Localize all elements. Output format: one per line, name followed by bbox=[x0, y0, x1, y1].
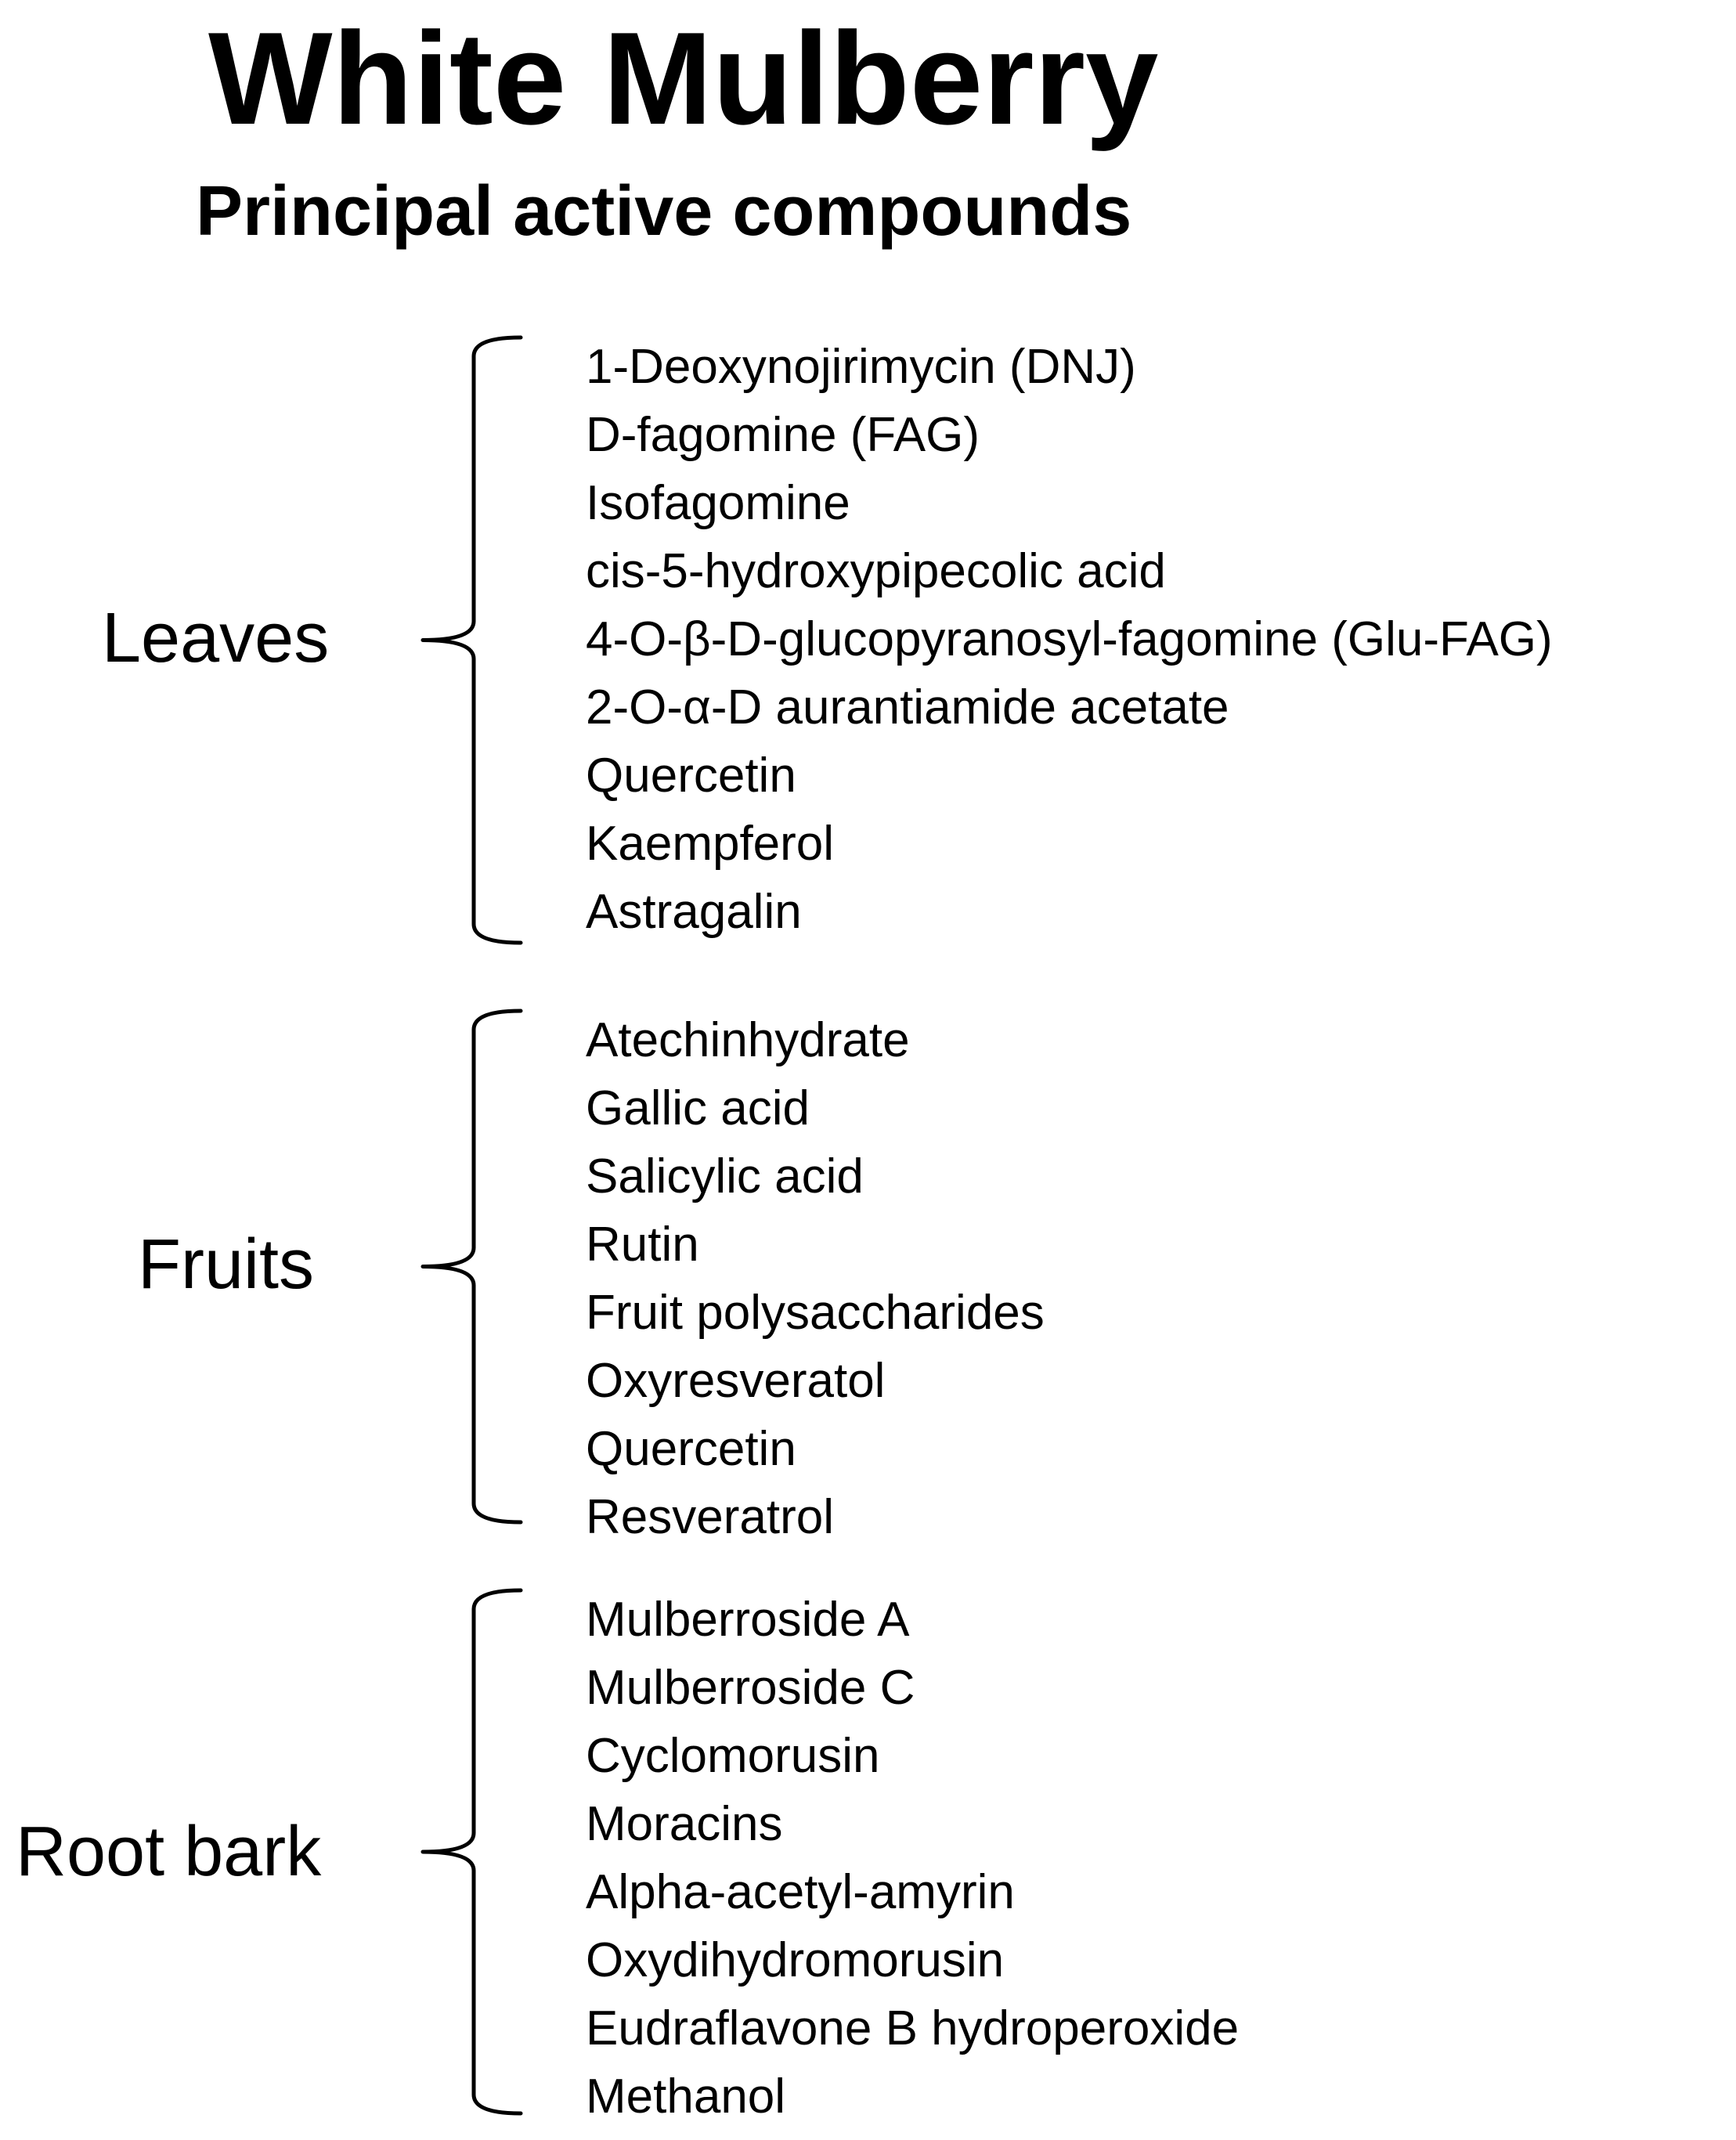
compound-item: Mulberroside A bbox=[586, 1593, 910, 1647]
brace-root-bark bbox=[420, 1588, 523, 2116]
brace-leaves bbox=[420, 335, 523, 945]
brace-path bbox=[420, 1009, 523, 1525]
compound-item: Cyclomorusin bbox=[586, 1729, 880, 1783]
page-subtitle: Principal active compounds bbox=[196, 172, 1132, 251]
brace-fruits bbox=[420, 1009, 523, 1525]
compound-item: Quercetin bbox=[586, 749, 796, 803]
brace-path bbox=[420, 335, 523, 945]
compound-item: Methanol bbox=[586, 2070, 786, 2124]
compound-list-leaves: 1-Deoxynojirimycin (DNJ) D-fagomine (FAG… bbox=[586, 333, 1553, 946]
compound-item: Rutin bbox=[586, 1218, 699, 1272]
compound-item: Oxyresveratol bbox=[586, 1354, 886, 1408]
group-fruits: Fruits Atechinhydrate Gallic acid Salicy… bbox=[0, 1006, 1736, 1544]
compound-item: 4-O-β-D-glucopyranosyl-fagomine (Glu-FAG… bbox=[586, 612, 1553, 666]
compound-item: Resveratrol bbox=[586, 1490, 834, 1544]
compound-item: Eudraflavone B hydroperoxide bbox=[586, 2001, 1240, 2055]
compound-item: Fruit polysaccharides bbox=[586, 1286, 1045, 1340]
group-leaves: Leaves 1-Deoxynojirimycin (DNJ) D-fagomi… bbox=[0, 333, 1736, 947]
compound-item: Kaempferol bbox=[586, 817, 835, 871]
compound-list-root-bark: Mulberroside A Mulberroside C Cyclomorus… bbox=[586, 1586, 1239, 2131]
compound-list-fruits: Atechinhydrate Gallic acid Salicylic aci… bbox=[586, 1006, 1045, 1551]
compound-item: 2-O-α-D aurantiamide acetate bbox=[586, 680, 1229, 734]
compound-item: Quercetin bbox=[586, 1422, 796, 1476]
compound-item: cis-5-hydroxypipecolic acid bbox=[586, 544, 1166, 598]
compound-item: Alpha-acetyl-amyrin bbox=[586, 1865, 1015, 1919]
compound-item: Gallic acid bbox=[586, 1081, 810, 1135]
compound-item: Mulberroside C bbox=[586, 1661, 915, 1715]
compound-item: 1-Deoxynojirimycin (DNJ) bbox=[586, 340, 1136, 394]
compound-item: D-fagomine (FAG) bbox=[586, 408, 980, 462]
brace-path bbox=[420, 1588, 523, 2116]
compound-item: Salicylic acid bbox=[586, 1149, 864, 1204]
group-root-bark: Root bark Mulberroside A Mulberroside C … bbox=[0, 1586, 1736, 2124]
compound-item: Atechinhydrate bbox=[586, 1013, 910, 1067]
group-label-fruits: Fruits bbox=[138, 1225, 314, 1304]
group-label-leaves: Leaves bbox=[102, 599, 330, 677]
compound-item: Moracins bbox=[586, 1797, 783, 1851]
compound-item: Isofagomine bbox=[586, 476, 850, 530]
group-label-root-bark: Root bark bbox=[16, 1813, 322, 1891]
page-title: White Mulberry bbox=[208, 5, 1159, 152]
compound-item: Astragalin bbox=[586, 885, 802, 939]
compound-item: Oxydihydromorusin bbox=[586, 1933, 1005, 1987]
